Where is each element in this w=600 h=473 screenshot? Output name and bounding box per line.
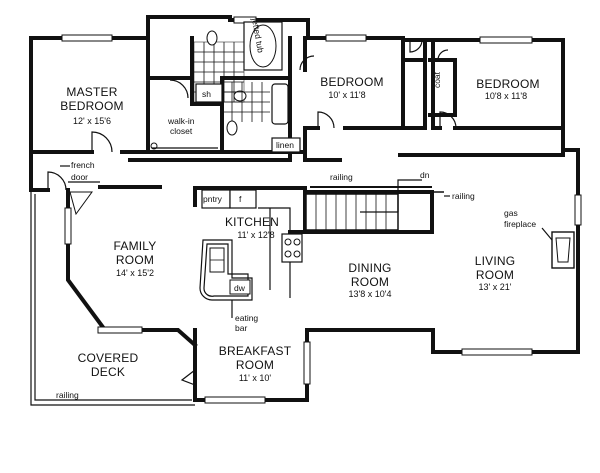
french-door-label-2: door [71,172,88,182]
windows [61,16,582,404]
dining-room-label-1: DINING [348,261,391,275]
shower-label: sh [202,89,211,99]
living-room-dim: 13' x 21' [479,282,512,292]
room-labels: MASTER BEDROOM 12' x 15'6 BEDROOM 10' x … [60,75,539,383]
master-bedroom-dim: 12' x 15'6 [73,116,111,126]
stairs-down-label: dn [420,170,430,180]
coat-closet-label: coat [432,71,442,88]
covered-deck-label-1: COVERED [78,351,139,365]
bedroom3-dim: 10'8 x 11'8 [485,91,527,101]
gas-fireplace-label-1: gas [504,208,518,218]
french-door-label-1: french [71,160,95,170]
kitchen-label: KITCHEN [225,215,279,229]
eating-bar-label-1: eating [235,313,258,323]
breakfast-room-dim: 11' x 10' [239,373,272,383]
deck-railing-label: railing [56,390,79,400]
bedroom2-dim: 10' x 11'8 [328,90,365,100]
dishwasher-label: dw [234,283,246,293]
living-room-label-2: ROOM [476,268,514,282]
pantry-label: pntry [203,194,223,204]
walkin-closet-label-1: walk-in [167,116,195,126]
fireplace [541,227,575,269]
breakfast-room-label-1: BREAKFAST [219,344,292,358]
dining-room-dim: 13'8 x 10'4 [349,289,392,299]
walkin-closet-label-2: closet [170,126,193,136]
interior-walls [29,36,565,347]
eating-bar-label-2: bar [235,323,247,333]
hall-bath-tile [224,82,270,122]
deck-railing [30,190,195,406]
master-bedroom-label-1: MASTER [66,85,117,99]
bath-fixtures [150,21,301,153]
family-room-label-2: ROOM [116,253,154,267]
dining-room-label-2: ROOM [351,275,389,289]
master-bedroom-label-2: BEDROOM [60,99,123,113]
feature-labels: jetted tub sh walk-in closet linen coat … [56,16,536,400]
staircase [305,179,444,231]
living-room-label-1: LIVING [475,254,516,268]
railing-top-label: railing [330,172,353,182]
kitchen-dim: 11' x 12'8 [237,230,274,240]
leader-lines [60,165,450,197]
linen-label: linen [276,140,294,150]
bedroom2-label: BEDROOM [320,75,383,89]
bedroom3-label: BEDROOM [476,77,539,91]
breakfast-room-label-2: ROOM [236,358,274,372]
covered-deck-label-2: DECK [91,365,125,379]
family-room-dim: 14' x 15'2 [116,268,154,278]
railing-right-label: railing [452,191,475,201]
fridge-label: f [239,194,242,204]
family-room-label-1: FAMILY [114,239,157,253]
gas-fireplace-label-2: fireplace [504,219,536,229]
doors [47,39,457,386]
kitchen-features [199,189,303,318]
